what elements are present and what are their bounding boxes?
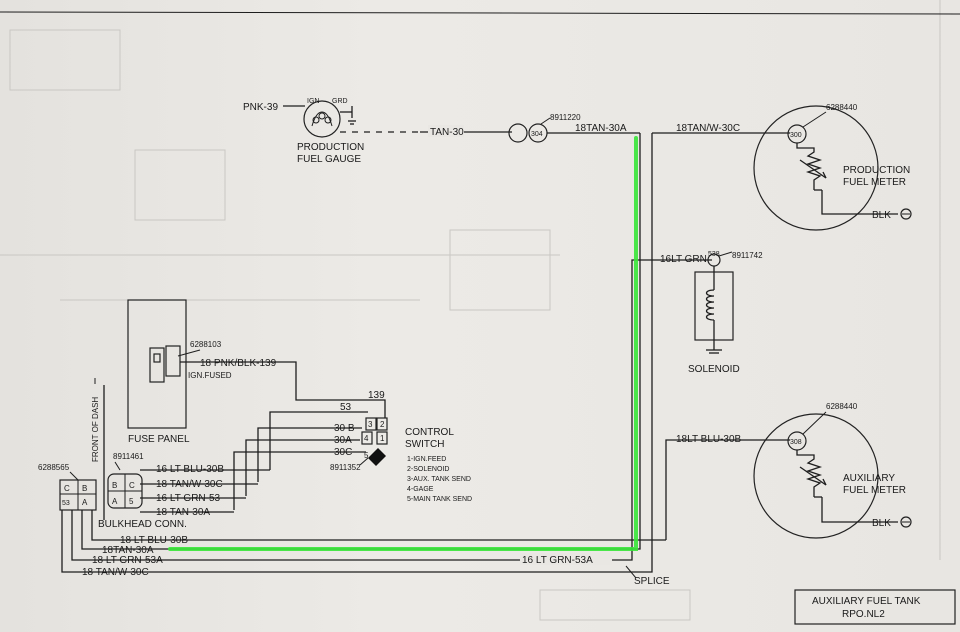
fuse-panel-name: FUSE PANEL bbox=[128, 434, 190, 445]
fuse-panel: 6288103 18 PNK/BLK-139 IGN.FUSED FUSE PA… bbox=[127, 299, 277, 445]
bk-right-b: B bbox=[112, 481, 117, 490]
wire-label-tan30a-bot: 18TAN-30A bbox=[102, 545, 154, 556]
switch-part: 8911352 bbox=[330, 463, 361, 472]
meter-part-300: 6288440 bbox=[826, 103, 858, 112]
gauge-name-2: FUEL GAUGE bbox=[297, 154, 361, 165]
switch-legend-1: 1-IGN.FEED bbox=[407, 456, 446, 463]
bottom-harness: 18 LT BLU-30B 18TAN-30A 18 LT GRN-53A 16… bbox=[61, 133, 670, 587]
highlighted-tan30a-circuit bbox=[168, 136, 638, 551]
wire-label-53: 53 bbox=[340, 402, 352, 413]
solenoid-id: 538 bbox=[708, 251, 720, 258]
wire-label-ltgrn53a-bot: 18 LT GRN-53A bbox=[92, 555, 163, 566]
bk-right-a: A bbox=[112, 497, 118, 506]
wire-pnkblk139 bbox=[180, 361, 386, 418]
bk-left-a: A bbox=[82, 498, 88, 507]
control-switch: 53 30 B 30A 30C 3 2 4 1 5 8911352 CONTRO… bbox=[233, 402, 472, 510]
meter-name-aux-1: AUXILIARY bbox=[843, 473, 895, 484]
production-fuel-meter: 18TAN/W-30C 300 6288440 PRODUCTION FUEL … bbox=[651, 103, 912, 548]
switch-name-2: SWITCH bbox=[405, 439, 444, 450]
bk-left-b: B bbox=[82, 484, 87, 493]
production-fuel-gauge: PNK-39 IGN GRD PRODUCTION FUEL GAUGE bbox=[243, 98, 364, 165]
splice-label: SPLICE bbox=[634, 576, 670, 587]
wire-label-tanw30c-top: 18TAN/W-30C bbox=[676, 123, 740, 134]
wire-label-pnk39: PNK-39 bbox=[243, 102, 278, 113]
bulkhead-part-left: 6288565 bbox=[38, 463, 70, 472]
title-block: AUXILIARY FUEL TANK RPO.NL2 bbox=[794, 589, 956, 625]
wire-label-ltgrn53a-long: 16 LT GRN-53A bbox=[522, 555, 593, 566]
connector-304: 304 8911220 bbox=[508, 113, 581, 143]
meter-name-aux-2: FUEL METER bbox=[843, 485, 906, 496]
solenoid-part: 8911742 bbox=[732, 251, 763, 260]
meter-name-prod-1: PRODUCTION bbox=[843, 165, 910, 176]
title-line-2: RPO.NL2 bbox=[842, 609, 885, 620]
wire-label-30b: 30 B bbox=[334, 423, 355, 434]
wire-label-tan30a-top: 18TAN-30A bbox=[575, 123, 627, 134]
meter-ground-aux: BLK bbox=[872, 518, 891, 529]
switch-legend-3: 3-AUX. TANK SEND bbox=[407, 476, 471, 483]
wire-label-ltblu30b-bot: 18 LT BLU-30B bbox=[120, 535, 188, 546]
wire-label-30c: 30C bbox=[334, 447, 352, 458]
fuse-panel-part: 6288103 bbox=[190, 340, 222, 349]
switch-legend-4: 4-GAGE bbox=[407, 486, 434, 493]
switch-legend-5: 5-MAIN TANK SEND bbox=[407, 496, 472, 503]
gauge-ign-label: IGN bbox=[307, 98, 319, 105]
auxiliary-fuel-meter: 18LT BLU-30B 308 6288440 AUXILIARY FUEL … bbox=[665, 402, 912, 540]
gauge-name-1: PRODUCTION bbox=[297, 142, 364, 153]
title-line-1: AUXILIARY FUEL TANK bbox=[812, 596, 921, 607]
switch-pin-5: 5 bbox=[364, 451, 369, 460]
wire-label-139: 139 bbox=[368, 390, 385, 401]
solenoid-name: SOLENOID bbox=[688, 364, 740, 375]
switch-legend-2: 2-SOLENOID bbox=[407, 466, 449, 473]
bk-right-c: C bbox=[129, 481, 135, 490]
bulkhead-connector: 6288565 8911461 FRONT OF DASH C B 53 A B… bbox=[38, 378, 187, 530]
meter-name-prod-2: FUEL METER bbox=[843, 177, 906, 188]
meter-part-308: 6288440 bbox=[826, 402, 858, 411]
gauge-grd-label: GRD bbox=[332, 98, 348, 105]
bk-left-c: C bbox=[64, 484, 70, 493]
switch-pin-4: 4 bbox=[364, 434, 369, 443]
bulkhead-part-right: 8911461 bbox=[113, 452, 144, 461]
connector-304-part: 8911220 bbox=[550, 113, 581, 122]
wire-label-ltblu30b-sw: 16 LT BLU-30B bbox=[156, 464, 224, 475]
wire-label-pnkblk139: 18 PNK/BLK-139 bbox=[200, 358, 277, 369]
meter-id-300: 300 bbox=[790, 132, 802, 139]
solenoid: 16LT GRN 538 8911742 SOLENOID bbox=[631, 251, 763, 548]
bk-right-5: 5 bbox=[129, 497, 134, 506]
wire-label-tanw30c-bot: 18 TAN/W-30C bbox=[82, 567, 149, 578]
wire-label-ltgrn-sol: 16LT GRN bbox=[660, 254, 707, 265]
meter-id-308: 308 bbox=[790, 439, 802, 446]
bk-left-53: 53 bbox=[62, 500, 70, 507]
wire-label-ltgrn53-sw: 16 LT GRN-53 bbox=[156, 493, 221, 504]
bulkhead-name: BULKHEAD CONN. bbox=[98, 519, 187, 530]
wire-label-ltblu30b-right: 18LT BLU-30B bbox=[676, 434, 742, 445]
ghost-lines bbox=[0, 0, 941, 621]
connector-304-id: 304 bbox=[531, 131, 543, 138]
front-of-dash-label: FRONT OF DASH bbox=[91, 397, 100, 462]
switch-pin-3: 3 bbox=[368, 420, 373, 429]
switch-pin-2: 2 bbox=[380, 420, 385, 429]
wire-label-tan30a-sw: 18 TAN-30A bbox=[156, 507, 210, 518]
wire-label-tanw30c-sw: 18 TAN/W-30C bbox=[156, 479, 223, 490]
fuse-label: IGN.FUSED bbox=[188, 371, 232, 380]
wire-label-tan30: TAN-30 bbox=[430, 127, 464, 138]
switch-harness: 16 LT BLU-30B 18 TAN/W-30C 16 LT GRN-53 … bbox=[140, 464, 270, 518]
border-top bbox=[0, 11, 960, 15]
switch-name-1: CONTROL bbox=[405, 427, 454, 438]
wire-label-30a: 30A bbox=[334, 435, 352, 446]
switch-pin-1: 1 bbox=[380, 434, 385, 443]
meter-ground-prod: BLK bbox=[872, 210, 891, 221]
